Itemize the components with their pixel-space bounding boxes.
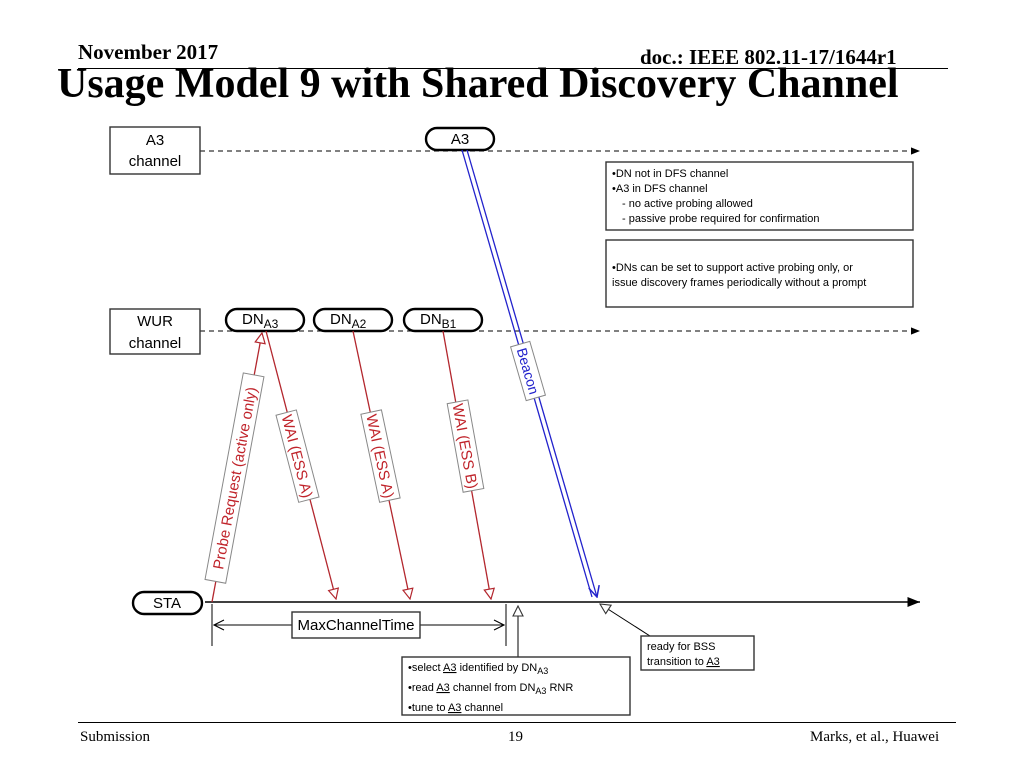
svg-text:WAI (ESS A): WAI (ESS A)	[278, 413, 316, 500]
svg-text:MaxChannelTime: MaxChannelTime	[298, 617, 415, 634]
beacon-label: Beacon	[509, 340, 547, 402]
bss-transition-note-box: ready for BSS transition to A3	[640, 635, 755, 671]
a3-channel-box: A3 channel	[109, 126, 201, 175]
svg-text:A3: A3	[451, 131, 469, 148]
slide-title: Usage Model 9 with Shared Discovery Chan…	[57, 61, 899, 107]
header-date: November 2017	[78, 40, 219, 64]
sta-pill: STA	[131, 590, 204, 616]
header-rule	[78, 68, 948, 69]
footer-rule	[78, 722, 956, 723]
wai-ess-b-label: WAI (ESS B)	[446, 399, 485, 493]
svg-text:A3: A3	[146, 132, 164, 149]
svg-text:•DNs can be set to support act: •DNs can be set to support active probin…	[612, 262, 853, 274]
dn-a2-pill: DNA2	[312, 307, 394, 333]
wai-ess-a-label-1: WAI (ESS A)	[275, 409, 320, 503]
svg-text:transition to A3: transition to A3	[647, 656, 720, 668]
svg-text:WUR: WUR	[137, 313, 173, 330]
svg-text:•DN not in DFS channel: •DN not in DFS channel	[612, 168, 728, 180]
svg-text:ready for BSS: ready for BSS	[647, 641, 715, 653]
probe-request-label: Probe Request (active only)	[204, 372, 265, 584]
svg-text:•A3 in DFS channel: •A3 in DFS channel	[612, 183, 708, 195]
svg-text:- no active probing allowed: - no active probing allowed	[622, 198, 753, 210]
dn-b1-pill: DNB1	[402, 307, 484, 333]
select-note-box: •select A3 identified by DNA3 •read A3 c…	[401, 656, 631, 716]
svg-text:•read A3 channel from DNA3 RNR: •read A3 channel from DNA3 RNR	[408, 682, 573, 696]
wur-channel-box: WUR channel	[109, 308, 201, 355]
svg-text:channel: channel	[129, 153, 182, 170]
dn-support-note-box: •DNs can be set to support active probin…	[605, 239, 914, 308]
dfs-note-box: •DN not in DFS channel •A3 in DFS channe…	[605, 161, 914, 231]
header-doc-id: doc.: IEEE 802.11-17/1644r1	[640, 45, 897, 69]
dn-a3-pill: DNA3	[224, 307, 306, 333]
footer-page-number: 19	[508, 729, 523, 745]
svg-text:DNB1: DNB1	[420, 311, 457, 331]
bss-note-arrow	[600, 604, 651, 637]
a3-ap-pill: A3	[424, 126, 496, 152]
svg-text:•tune to A3 channel: •tune to A3 channel	[408, 702, 503, 714]
footer-authors: Marks, et al., Huawei	[810, 729, 940, 745]
maxchannel-label: MaxChannelTime	[291, 611, 421, 639]
svg-text:channel: channel	[129, 335, 182, 352]
svg-text:- passive probe required for c: - passive probe required for confirmatio…	[622, 213, 819, 225]
svg-text:DNA2: DNA2	[330, 311, 367, 331]
svg-text:•select A3 identified by DNA3: •select A3 identified by DNA3	[408, 662, 548, 676]
svg-text:STA: STA	[153, 595, 181, 612]
footer-submission: Submission	[80, 729, 151, 745]
svg-text:DNA3: DNA3	[242, 311, 279, 331]
wai-ess-a-label-2: WAI (ESS A)	[360, 409, 401, 503]
svg-text:issue discovery frames periodi: issue discovery frames periodically with…	[612, 277, 866, 289]
